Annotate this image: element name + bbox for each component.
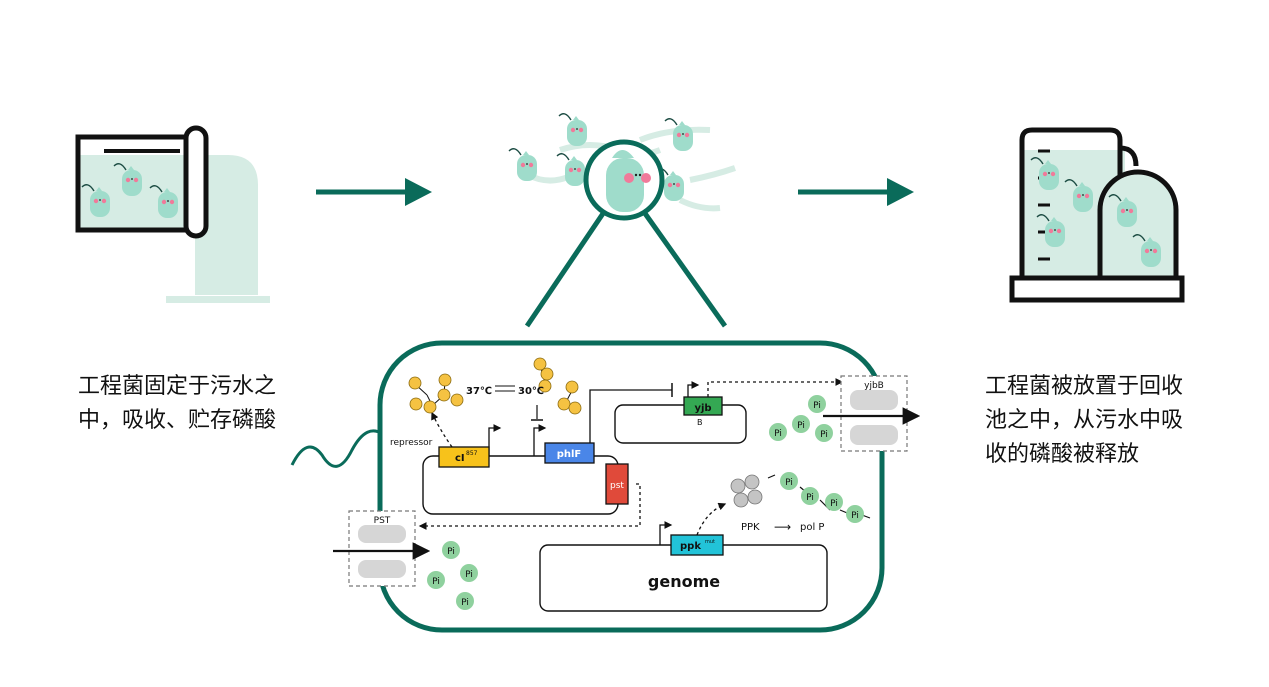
arrow-step-1 (316, 178, 432, 206)
ppk-enzyme (730, 474, 763, 508)
pst-transporter-label: PST (374, 516, 391, 526)
temp-37-label: 37℃ (466, 386, 492, 397)
plasmid-2 (614, 404, 747, 444)
promoter-2 (533, 424, 547, 456)
pi-label: Pi (813, 401, 821, 411)
pi-label: Pi (851, 511, 859, 521)
phlf-label: phlF (557, 449, 582, 460)
pst-transporter: PST (333, 510, 431, 587)
yjbb-transporter: yjbB (823, 375, 921, 452)
polp-text: pol P (800, 522, 824, 533)
recovery-tank-illustration (1009, 127, 1185, 303)
arrow-step-2 (798, 178, 914, 206)
pi-label: Pi (432, 577, 440, 587)
polyp-chain: Pi Pi Pi Pi (780, 472, 864, 523)
pi-label: Pi (774, 429, 782, 439)
yjb-b-label: B (697, 418, 703, 427)
left-caption-line-1: 工程菌固定于污水之 (78, 374, 277, 399)
absorbed-phosphate: Pi Pi Pi Pi (427, 541, 478, 610)
pi-label: Pi (820, 430, 828, 440)
wastewater-pipe-illustration (75, 125, 270, 303)
ppk-sup-label: mut (705, 539, 715, 545)
ppk-text: PPK (741, 522, 760, 533)
released-phosphate: Pi Pi Pi Pi (769, 395, 833, 442)
left-caption: 工程菌固定于污水之 中，吸收、贮存磷酸 (78, 370, 276, 438)
repressor-cluster-inactive (533, 357, 582, 415)
genome-label: genome (648, 572, 720, 591)
right-caption-line-2: 池之中，从污水中吸 (985, 408, 1184, 433)
left-caption-line-2: 中，吸收、贮存磷酸 (78, 408, 277, 433)
pi-label: Pi (447, 547, 455, 557)
phlf-gene (544, 442, 595, 464)
right-caption: 工程菌被放置于回收 池之中，从污水中吸 收的磷酸被释放 (985, 370, 1183, 472)
magnifier-lens (524, 139, 728, 328)
pi-label: Pi (465, 570, 473, 580)
pi-label: Pi (830, 499, 838, 509)
right-caption-line-3: 收的磷酸被释放 (985, 442, 1140, 467)
ppk-to-polp-arrow: ⟶ (774, 520, 791, 534)
ci-label: cI (455, 453, 465, 464)
pst-gene (605, 463, 629, 505)
engineered-cell: genome cI 857 phlF pst yjb B (290, 340, 921, 633)
pi-label: Pi (806, 493, 814, 503)
ppk-label: ppk (680, 541, 701, 552)
repressor-label: repressor (390, 438, 433, 448)
yjb-label: yjb (694, 403, 711, 414)
pi-label: Pi (461, 598, 469, 608)
yjbb-gene (683, 396, 723, 416)
ci-sup-label: 857 (466, 450, 478, 457)
temp-30-label: 30℃ (518, 386, 544, 397)
pi-label: Pi (785, 478, 793, 488)
pi-label: Pi (797, 421, 805, 431)
ci857-gene (438, 446, 490, 468)
repressor-cluster-active (408, 373, 464, 414)
right-caption-line-1: 工程菌被放置于回收 (985, 374, 1184, 399)
phlf-repression-line (589, 389, 672, 443)
pst-gene-label: pst (610, 481, 624, 491)
flagellum (290, 429, 385, 468)
yjbb-label: yjbB (864, 381, 884, 391)
